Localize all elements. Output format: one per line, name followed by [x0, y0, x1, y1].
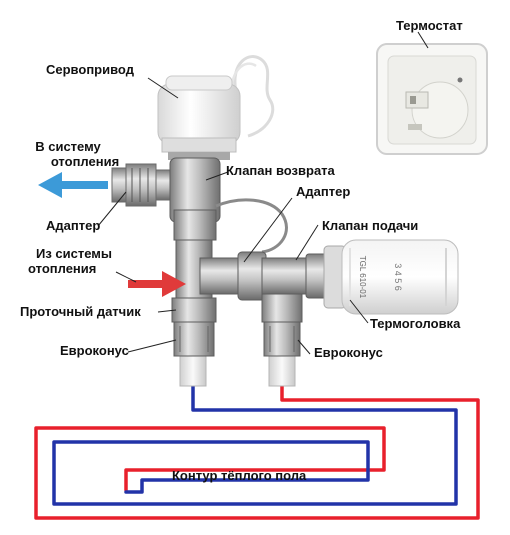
supply-valve-column — [261, 293, 303, 357]
label-thermostat: Термостат — [396, 18, 463, 33]
leader-lines — [97, 31, 429, 355]
label-from-system-line1: Из системы — [36, 246, 113, 261]
adapter-cross — [199, 251, 329, 301]
label-adapter-left: Адаптер — [46, 218, 101, 233]
servo-actuator — [157, 55, 275, 160]
thermostat-device — [376, 43, 488, 155]
floor-circuit-red-pipe — [34, 380, 480, 520]
thermo-head-scale: 3 4 5 6 — [393, 263, 403, 291]
label-to-system-line2: отопления — [50, 154, 120, 169]
label-from-system: Из системы отопления — [22, 246, 112, 276]
label-euroconus-right: Евроконус — [314, 345, 383, 360]
capillary-tube — [215, 198, 288, 254]
label-adapter-top: Адаптер — [296, 184, 351, 199]
pex-pipe-left — [179, 351, 207, 387]
label-return-valve: Клапан возврата — [226, 163, 335, 178]
label-supply-valve: Клапан подачи — [322, 218, 419, 233]
valve-body — [169, 157, 221, 357]
arrow-to-system — [38, 172, 108, 198]
label-to-system: В систему отопления — [12, 139, 124, 169]
outlet-fitting — [111, 163, 173, 207]
label-floor-circuit: Контур тёплого пола — [172, 468, 307, 483]
label-flow-sensor: Проточный датчик — [20, 304, 141, 319]
label-from-system-line2: отопления — [28, 261, 97, 276]
label-servo: Сервопривод — [46, 62, 134, 77]
label-to-system-line1: В систему — [35, 139, 101, 154]
pex-pipe-right — [268, 351, 296, 387]
thermostatic-head: TGL 610-01 3 4 5 6 — [323, 239, 459, 315]
label-thermo-head: Термоголовка — [370, 316, 461, 331]
floor-circuit-blue-pipe — [52, 380, 458, 506]
label-euroconus-left: Евроконус — [60, 343, 129, 358]
thermo-head-brand: TGL 610-01 — [358, 256, 367, 299]
arrow-from-system — [128, 271, 186, 297]
